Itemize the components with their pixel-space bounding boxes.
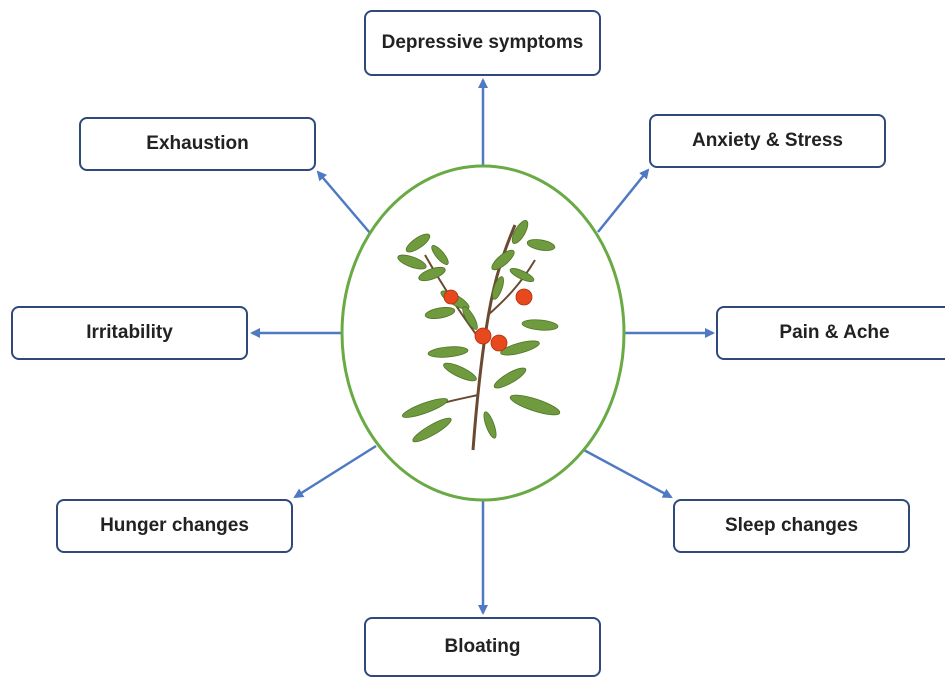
node-depressive-symptoms: Depressive symptoms: [364, 10, 601, 76]
arrow-to-anxiety: [597, 168, 650, 233]
plant-branch-right: [487, 259, 536, 316]
leaf: [412, 417, 452, 443]
leaf: [424, 307, 456, 319]
leaf: [405, 233, 431, 253]
leaf: [509, 394, 561, 416]
plant-berries: [443, 288, 533, 352]
berry: [474, 327, 492, 345]
leaf: [431, 245, 449, 265]
arrow-to-exhaustion: [316, 170, 371, 234]
node-anxiety-stress-label: Anxiety & Stress: [691, 130, 843, 151]
node-irritability-label: Irritability: [86, 322, 173, 343]
leaf: [500, 340, 540, 356]
node-hunger-changes-label: Hunger changes: [100, 515, 249, 536]
leaf: [401, 398, 449, 418]
node-exhaustion-label: Exhaustion: [146, 133, 249, 154]
node-sleep-changes: Sleep changes: [673, 499, 910, 553]
leaf: [491, 249, 515, 271]
berry: [443, 289, 459, 305]
node-irritability: Irritability: [11, 306, 248, 360]
leaf: [443, 362, 477, 382]
node-bloating-label: Bloating: [444, 636, 521, 657]
leaf: [521, 319, 559, 331]
leaf: [483, 411, 497, 439]
node-sleep-changes-label: Sleep changes: [724, 515, 859, 536]
plant-illustration: [397, 220, 561, 451]
leaf: [492, 276, 504, 300]
node-depressive-symptoms-label: Depressive symptoms: [381, 32, 584, 53]
berry: [490, 334, 508, 352]
leaf: [418, 266, 446, 282]
node-pain-ache: Pain & Ache: [716, 306, 945, 360]
node-pain-ache-label: Pain & Ache: [779, 322, 890, 343]
node-anxiety-stress: Anxiety & Stress: [649, 114, 886, 168]
leaf: [427, 346, 469, 358]
leaf: [511, 220, 529, 244]
leaf: [493, 367, 527, 389]
leaf: [462, 306, 478, 330]
leaf: [509, 268, 535, 282]
node-hunger-changes: Hunger changes: [56, 499, 293, 553]
berry: [515, 288, 533, 306]
leaf: [526, 239, 556, 251]
connector-arrows: [250, 78, 715, 615]
node-bloating: Bloating: [364, 617, 601, 677]
arrow-to-hunger: [293, 444, 377, 499]
node-exhaustion: Exhaustion: [79, 117, 316, 171]
arrow-to-sleep: [581, 447, 673, 499]
leaf: [397, 254, 427, 270]
